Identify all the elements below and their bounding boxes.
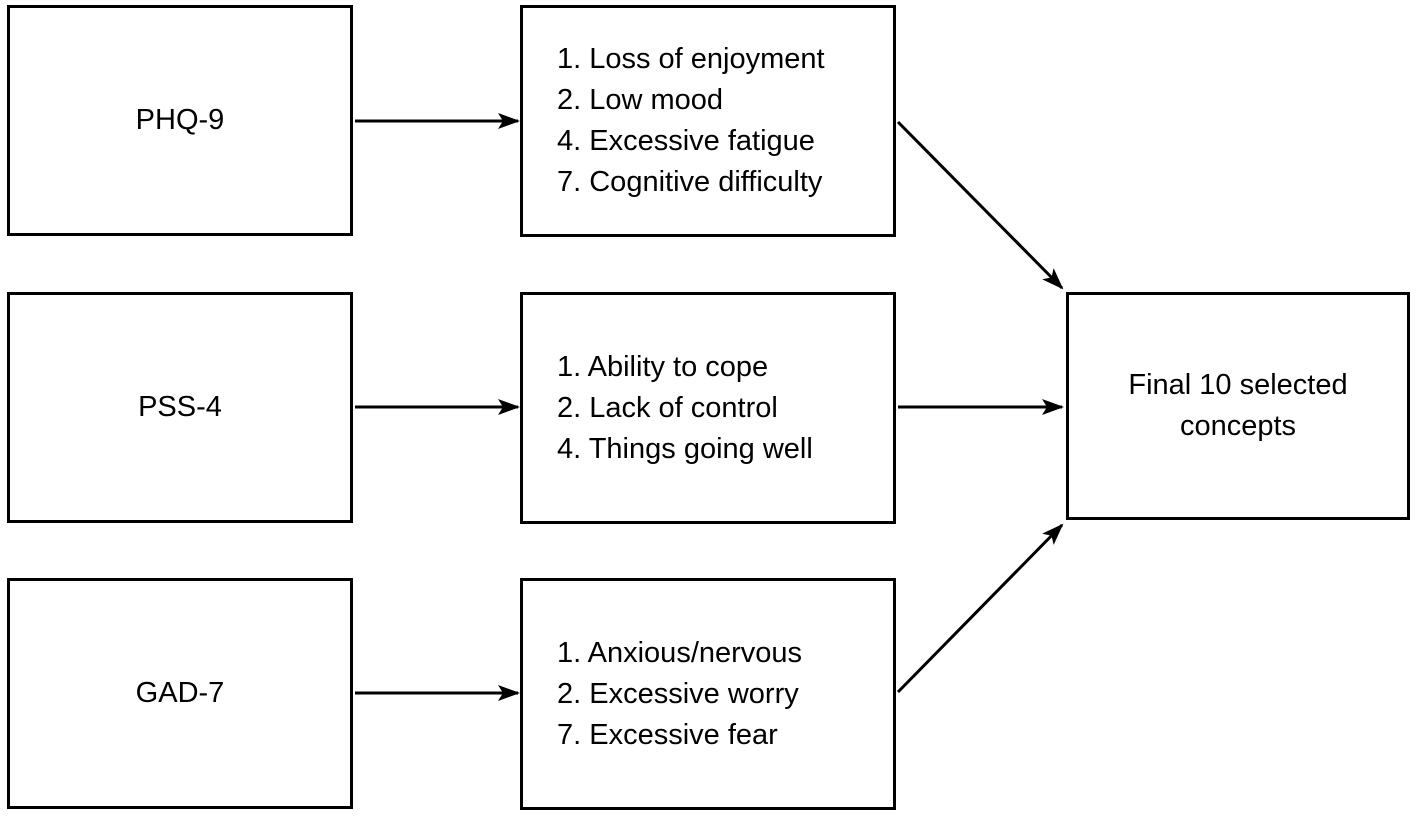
node-pss4-label: PSS-4 [138, 391, 222, 423]
node-phq9-items: 1. Loss of enjoyment 2. Low mood 4. Exce… [520, 5, 896, 237]
list-item: 4. Things going well [557, 432, 813, 465]
list-item: 1. Loss of enjoyment [557, 43, 825, 75]
arrow-phq9-items-to-final [896, 120, 1064, 290]
node-gad7: GAD-7 [7, 578, 353, 809]
node-pss4: PSS-4 [7, 292, 353, 523]
node-final-concepts-label: Final 10 selected concepts [1128, 369, 1348, 442]
node-phq9-label: PHQ-9 [135, 104, 225, 136]
list-item: 1. Ability to cope [557, 350, 769, 383]
list-item: 2. Lack of control [557, 391, 778, 424]
list-item: 1. Anxious/nervous [557, 636, 803, 669]
node-pss4-items: 1. Ability to cope 2. Lack of control 4.… [520, 292, 896, 524]
list-item: 4. Excessive fatigue [557, 125, 815, 157]
arrow-gad7-items-to-final [896, 523, 1064, 694]
node-gad7-label: GAD-7 [135, 677, 225, 709]
node-gad7-items: 1. Anxious/nervous 2. Excessive worry 7.… [520, 578, 896, 810]
list-item: 2. Low mood [557, 84, 724, 116]
node-phq9: PHQ-9 [7, 5, 353, 236]
list-item: 2. Excessive worry [557, 677, 799, 710]
node-final-concepts: Final 10 selected concepts [1066, 292, 1410, 520]
list-item: 7. Excessive fear [557, 718, 778, 751]
list-item: 7. Cognitive difficulty [557, 166, 823, 198]
